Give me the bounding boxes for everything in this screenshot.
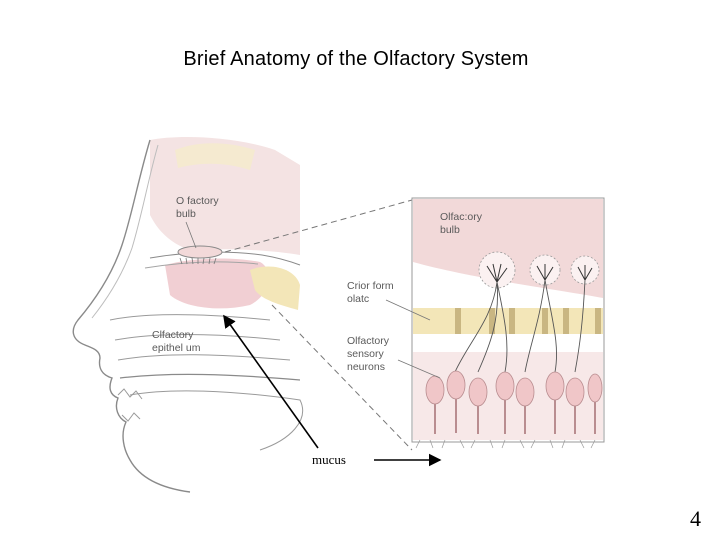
- page-number: 4: [690, 506, 720, 532]
- head-olfactory-bulb-label-line2: bulb: [176, 208, 196, 220]
- turbinate-1: [110, 315, 270, 320]
- tongue: [130, 391, 303, 450]
- mucus-label: mucus: [312, 452, 346, 467]
- head-olfactory-epithelium-label-line1: Clfactory: [152, 329, 194, 341]
- face-profile-inner: [92, 145, 158, 318]
- sensory-neurons-label-line1: Olfactory: [347, 335, 390, 347]
- neuron-1: [426, 376, 444, 404]
- sensory-neurons-label-line3: neurons: [347, 361, 385, 373]
- nasal-cavity: [165, 258, 269, 308]
- palate: [120, 374, 300, 380]
- detail-olfactory-bulb-label-line1: Olfac:ory: [440, 211, 483, 223]
- cribriform-plate-label-line2: olatc: [347, 293, 369, 305]
- cribriform-plate-label-line1: Crior form: [347, 280, 394, 292]
- neuron-2: [447, 371, 465, 399]
- sensory-neurons-label-line2: sensory: [347, 348, 385, 360]
- neuron-8: [588, 374, 602, 402]
- teeth: [118, 389, 142, 421]
- mucus-annotation: mucus: [224, 316, 440, 467]
- head-cross-section: O factory bulb Clfactory epithel um: [73, 137, 302, 492]
- detail-panel: Olfac:ory bulb Crior form olatc Olfactor…: [347, 198, 604, 448]
- cribriform-plate: [413, 308, 603, 334]
- turbinate-3: [118, 355, 290, 360]
- mucus-arrow-to-epithelium: [224, 316, 318, 448]
- head-olfactory-epithelium-label-line2: epithel um: [152, 342, 201, 354]
- neuron-6: [546, 372, 564, 400]
- neuron-7: [566, 378, 584, 406]
- olfactory-bulb-small: [178, 246, 222, 258]
- head-olfactory-bulb-label-line1: O factory: [176, 195, 219, 207]
- zoom-line-bottom: [272, 305, 412, 450]
- turbinate-2: [115, 334, 280, 340]
- neuron-5: [516, 378, 534, 406]
- neuron-3: [469, 378, 487, 406]
- neuron-4: [496, 372, 514, 400]
- bone-region: [250, 266, 300, 310]
- detail-olfactory-bulb-label-line2: bulb: [440, 224, 460, 236]
